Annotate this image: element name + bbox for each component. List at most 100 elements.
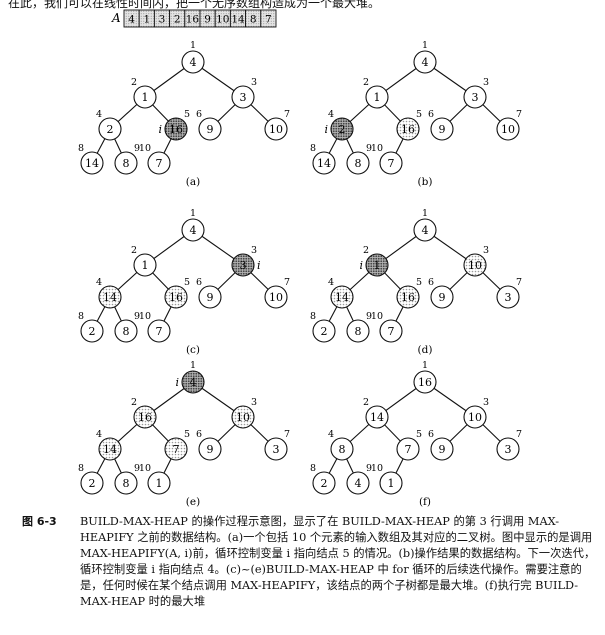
node-value: 2: [107, 123, 114, 136]
tree-node: 7 10: [371, 311, 403, 343]
tree-node: 110: [139, 463, 171, 495]
tree-node: 89: [114, 463, 140, 495]
node-index: 6: [428, 109, 434, 120]
node-value: 7: [388, 325, 395, 338]
tree-node: 84: [328, 429, 354, 461]
node-value: 4: [190, 376, 197, 389]
tree-node: 107: [264, 277, 290, 309]
node-value: 9: [207, 443, 214, 456]
node-value: 16: [401, 123, 415, 136]
node-index: 1: [422, 360, 428, 371]
node-value: 3: [240, 259, 247, 272]
array-cell: 16: [184, 9, 201, 28]
node-index: 9: [366, 463, 372, 474]
node-index: 10: [371, 311, 383, 322]
node-index: 3: [483, 77, 489, 88]
panel-label: (a): [186, 176, 200, 188]
tree-node: 75: [396, 429, 422, 461]
node-value: 9: [207, 291, 214, 304]
node-index: 6: [428, 277, 434, 288]
tree-node: 162: [131, 397, 157, 429]
node-value: 8: [355, 325, 362, 338]
node-index: 2: [131, 397, 137, 408]
array-cell-value: 8: [250, 14, 257, 26]
node-value: 16: [169, 291, 183, 304]
node-value: 7: [156, 325, 163, 338]
tree-node: 89: [114, 311, 140, 343]
node-index: 8: [310, 463, 316, 474]
node-value: 14: [335, 291, 349, 304]
node-value: 9: [439, 443, 446, 456]
node-value: 9: [439, 291, 446, 304]
tree-node: 89: [346, 311, 372, 343]
node-value: 10: [501, 123, 515, 136]
node-index: 1: [190, 360, 196, 371]
node-value: 3: [505, 443, 512, 456]
tree-node: 148: [310, 143, 336, 175]
node-index: 7: [284, 429, 290, 440]
node-value: 7: [405, 443, 412, 456]
node-value: 4: [190, 224, 197, 237]
tree-node: 75: [164, 429, 190, 461]
tree-node: 144: [96, 429, 122, 461]
tree-node: 103: [463, 245, 489, 277]
array-cell-value: 1: [143, 14, 150, 26]
tree-node: 89: [114, 143, 140, 175]
node-value: 8: [355, 157, 362, 170]
top-text-line: 在此，我们可以在线性时间内，把一个无序数组构造成为一个最大堆。: [8, 0, 381, 10]
panel-label: (b): [418, 176, 433, 188]
loop-variable-marker: i: [324, 123, 328, 136]
panel-label: (c): [186, 344, 200, 356]
array-cell: 8: [245, 9, 262, 28]
loop-variable-marker: i: [359, 259, 363, 272]
tree-node: 41: [181, 208, 205, 242]
node-value: 2: [339, 123, 346, 136]
node-index: 10: [139, 143, 151, 154]
tree-node: 89: [346, 143, 372, 175]
node-index: 4: [96, 429, 102, 440]
node-value: 3: [472, 91, 479, 104]
tree-node: 28: [310, 311, 336, 343]
node-index: 9: [134, 143, 140, 154]
node-index: 9: [134, 463, 140, 474]
loop-variable-marker: i: [257, 259, 261, 272]
node-value: 1: [388, 477, 395, 490]
node-index: 1: [190, 208, 196, 219]
node-index: 4: [328, 429, 334, 440]
tree-node: 96: [196, 109, 222, 141]
node-value: 2: [321, 477, 328, 490]
array-cell: 1: [138, 9, 155, 28]
node-index: 1: [422, 208, 428, 219]
node-index: 5: [184, 109, 190, 120]
tree-node: 24: [96, 109, 122, 141]
node-index: 3: [251, 397, 257, 408]
node-value: 14: [317, 157, 331, 170]
node-index: 8: [78, 311, 84, 322]
node-index: 9: [134, 311, 140, 322]
array-cell: 3: [153, 9, 171, 28]
node-index: 7: [284, 277, 290, 288]
tree-node: 103: [463, 397, 489, 429]
tree-node: 33: [231, 77, 257, 109]
node-value: 2: [89, 477, 96, 490]
caption-label: 图 6-3: [22, 515, 57, 528]
node-index: 8: [310, 311, 316, 322]
tree-node: 49: [346, 463, 372, 495]
tree-node: 710: [371, 143, 403, 175]
tree-node: 41: [181, 40, 205, 74]
node-index: 8: [310, 143, 316, 154]
tree-node: 12: [131, 77, 157, 109]
node-index: 5: [416, 429, 422, 440]
array-cell: 7: [260, 9, 277, 28]
node-index: 8: [78, 143, 84, 154]
node-value: 8: [123, 157, 130, 170]
tree-node: 710: [139, 143, 171, 175]
node-index: 5: [184, 429, 190, 440]
array-cell-value: 2: [174, 14, 181, 26]
node-index: 4: [96, 109, 102, 120]
tree-node: 165: [396, 109, 422, 141]
node-value: 7: [173, 443, 180, 456]
